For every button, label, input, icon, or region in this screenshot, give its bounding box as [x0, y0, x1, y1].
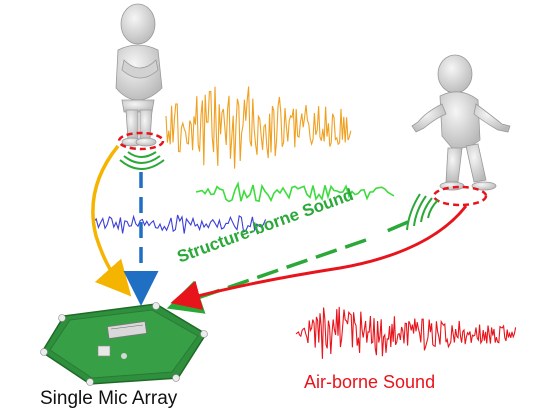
- walking-person-figure: [411, 54, 511, 191]
- footstep-marker-right: [432, 185, 488, 207]
- waveform-air-borne: [295, 306, 517, 359]
- air-borne-sound-label: Air-borne Sound: [304, 372, 436, 392]
- footstep-marker-left: [117, 131, 165, 151]
- yellow-arrow: [91, 144, 132, 297]
- waveform-footstep-standing: [165, 86, 352, 169]
- vibration-ripple-left: [119, 151, 165, 170]
- vibration-ripple-right: [406, 193, 439, 231]
- single-mic-array-label: Single Mic Array: [40, 388, 178, 409]
- waveform-structure-borne: [195, 181, 395, 203]
- standing-person-figure: [115, 3, 163, 147]
- waveform-ambient: [93, 214, 267, 234]
- air-borne-arrow: [170, 205, 468, 310]
- microphone-array-board: [40, 302, 208, 386]
